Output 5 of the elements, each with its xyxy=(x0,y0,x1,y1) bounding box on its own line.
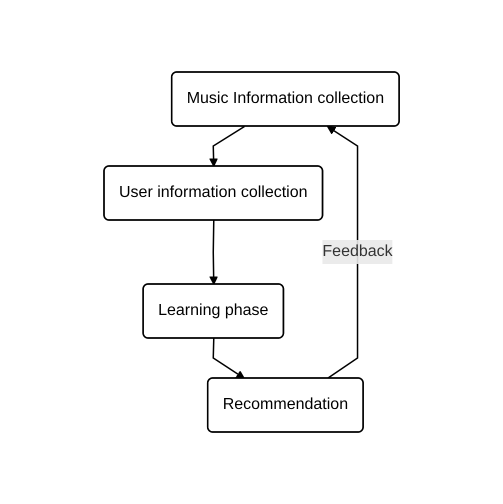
arrow xyxy=(209,220,218,285)
edge-label: Feedback xyxy=(322,243,393,260)
arrow xyxy=(326,126,358,380)
arrow xyxy=(209,126,245,167)
arrow xyxy=(212,338,245,379)
